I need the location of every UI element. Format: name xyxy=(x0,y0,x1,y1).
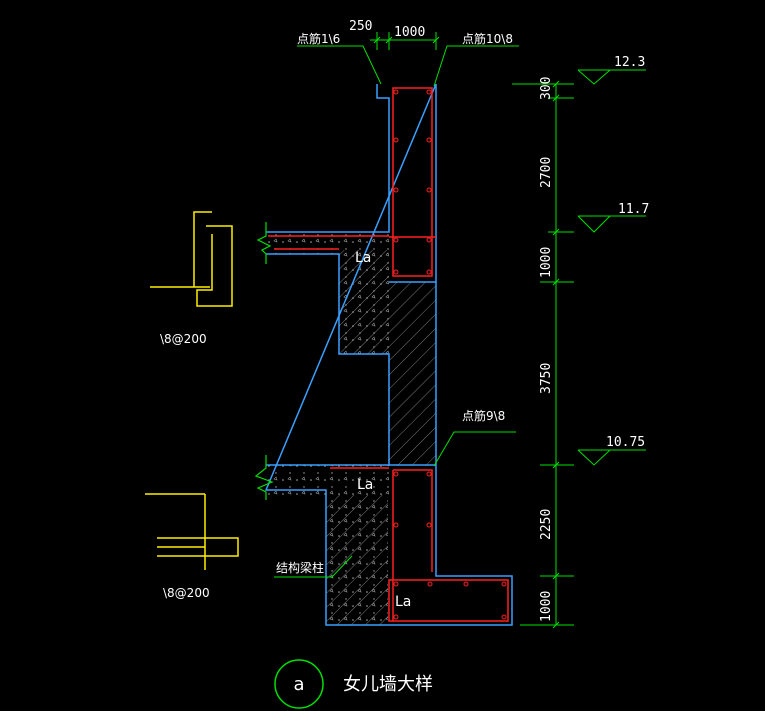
stirrup-detail-lower xyxy=(145,493,239,570)
la-label-lower: La xyxy=(395,594,411,610)
la-label-middle: La xyxy=(357,477,373,493)
vdim-300: 300 xyxy=(539,77,554,100)
elevation-11-7: 11.7 xyxy=(618,202,649,217)
top-dim-250: 250 xyxy=(349,19,372,34)
rebar-cages xyxy=(268,87,509,622)
la-label-upper: La xyxy=(355,250,371,266)
title-symbol: a xyxy=(293,674,304,695)
slab-break-symbols xyxy=(254,222,274,500)
elevation-10-75: 10.75 xyxy=(606,435,645,450)
rebar-label-top-right: 点筋10\8 xyxy=(462,31,513,46)
rebar-label-top-left: 点筋1\6 xyxy=(297,31,340,46)
top-dimension xyxy=(370,32,440,50)
stirrup-label-lower: \8@200 xyxy=(163,586,210,600)
vdim-2700: 2700 xyxy=(539,157,554,188)
drawing-title: a 女儿墙大样 xyxy=(274,659,433,709)
beam-label: 结构梁柱 xyxy=(276,560,324,575)
rebar-dots xyxy=(393,89,507,620)
elevation-markers xyxy=(577,69,646,466)
vertical-dimension-text: 300 2700 1000 3750 2250 1000 xyxy=(539,77,554,622)
rebar-leaders xyxy=(274,45,519,578)
vertical-dimension-chain xyxy=(512,80,574,629)
stirrup-label-upper: \8@200 xyxy=(160,332,207,346)
title-circle xyxy=(274,659,324,709)
vdim-1000-b: 1000 xyxy=(539,591,554,622)
rebar-label-mid: 点筋9\8 xyxy=(462,408,505,423)
vdim-3750: 3750 xyxy=(539,363,554,394)
stirrup-detail-upper xyxy=(150,211,233,307)
elevation-12-3: 12.3 xyxy=(614,55,645,70)
vdim-1000-a: 1000 xyxy=(539,247,554,278)
section-outline xyxy=(264,83,513,626)
vdim-2250: 2250 xyxy=(539,509,554,540)
top-dim-1000: 1000 xyxy=(394,25,425,40)
title-text: 女儿墙大样 xyxy=(343,674,433,695)
